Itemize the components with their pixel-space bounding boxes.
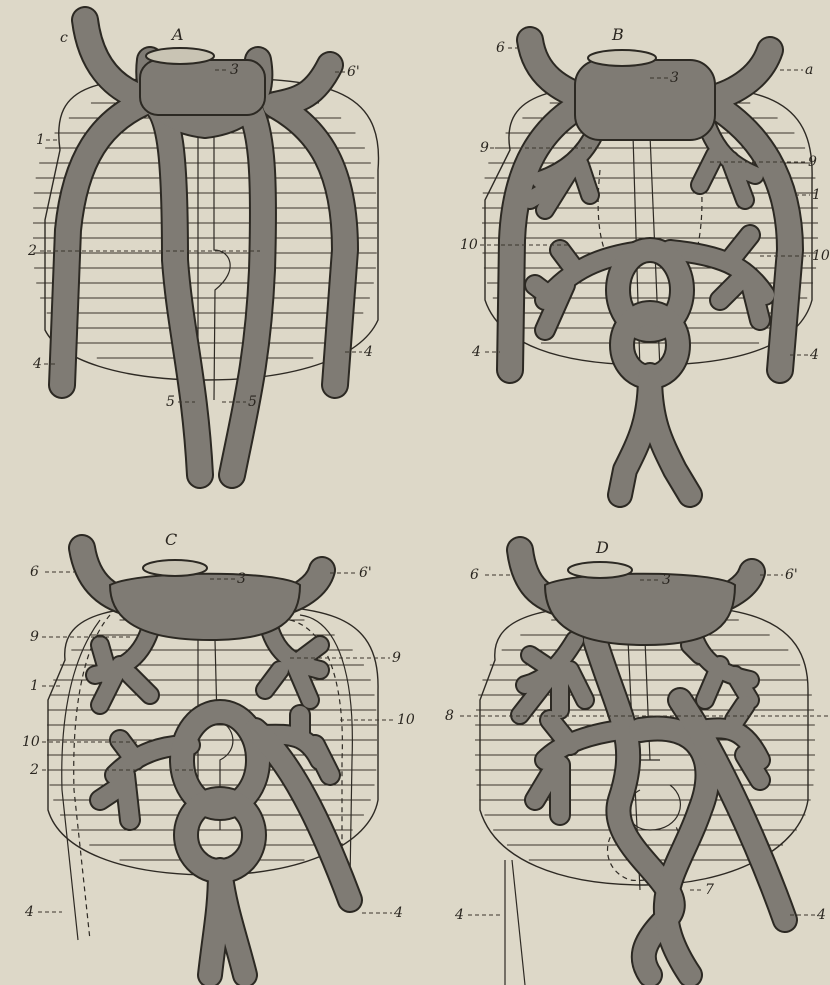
panel-b-title: B <box>611 25 624 44</box>
panel-d-thin-vein-left-2 <box>512 860 525 985</box>
panel-a-label-5-left: 5 <box>166 394 175 410</box>
panel-b-label-4-left: 4 <box>471 344 481 360</box>
panel-d-label-6prime: 6' <box>785 567 798 583</box>
panel-d-label-4-right: 4 <box>816 907 826 923</box>
panel-d-label-3: 3 <box>662 572 671 588</box>
panel-d-title: D <box>595 538 609 557</box>
panel-a-label-6prime: 6' <box>347 64 360 80</box>
panel-c-label-6prime: 6' <box>359 565 372 581</box>
panel-b-label-a: a <box>805 62 813 78</box>
panel-c-label-6: 6 <box>30 564 39 580</box>
panel-b-label-10-left: 10 <box>460 237 478 253</box>
panel-a: A c 3 6' 1 2 4 4 5 5 <box>27 20 379 475</box>
panel-c: C 6 3 6' 9 9 1 10 10 2 4 4 <box>22 530 415 975</box>
panel-d-label-4-left: 4 <box>454 907 464 923</box>
panel-b-label-6: 6 <box>496 40 505 56</box>
panel-d-label-6: 6 <box>470 567 479 583</box>
panel-c-label-1: 1 <box>30 678 39 694</box>
panel-c-title: C <box>165 530 177 549</box>
panel-a-label-c: c <box>60 30 68 46</box>
panel-a-label-5-right: 5 <box>248 394 257 410</box>
panel-b-label-1: 1 <box>812 187 821 203</box>
panel-d: D 6 3 6' 8 7 4 4 <box>445 538 830 985</box>
panel-a-label-4-left: 4 <box>32 356 42 372</box>
panel-b-label-10-right: 10 <box>812 248 830 264</box>
panel-a-title: A <box>170 25 184 44</box>
panel-a-label-4-right: 4 <box>363 344 373 360</box>
panel-c-label-9-right: 9 <box>392 650 401 666</box>
panel-c-label-2: 2 <box>29 762 39 778</box>
panel-c-vessels <box>82 548 350 975</box>
panel-a-label-1: 1 <box>36 132 45 148</box>
panel-d-label-8: 8 <box>445 708 454 724</box>
panel-c-label-9-left: 9 <box>30 629 39 645</box>
panel-c-label-3: 3 <box>237 571 246 587</box>
panel-c-label-4-right: 4 <box>393 905 403 921</box>
panel-d-label-7: 7 <box>705 882 714 898</box>
panel-b-label-4-right: 4 <box>809 347 819 363</box>
panel-a-vessels <box>62 20 345 475</box>
panel-b-label-9-right: 9 <box>808 154 817 170</box>
panel-a-label-2: 2 <box>27 243 37 259</box>
panel-c-label-4-left: 4 <box>24 904 34 920</box>
panel-b-label-9-left: 9 <box>480 140 489 156</box>
panel-c-label-10-right: 10 <box>397 712 415 728</box>
panel-b-label-3: 3 <box>670 70 679 86</box>
panel-c-label-10-left: 10 <box>22 734 40 750</box>
panel-b: B 6 3 a 9 9 1 10 10 4 4 <box>460 25 830 495</box>
panel-a-label-3: 3 <box>230 62 239 78</box>
